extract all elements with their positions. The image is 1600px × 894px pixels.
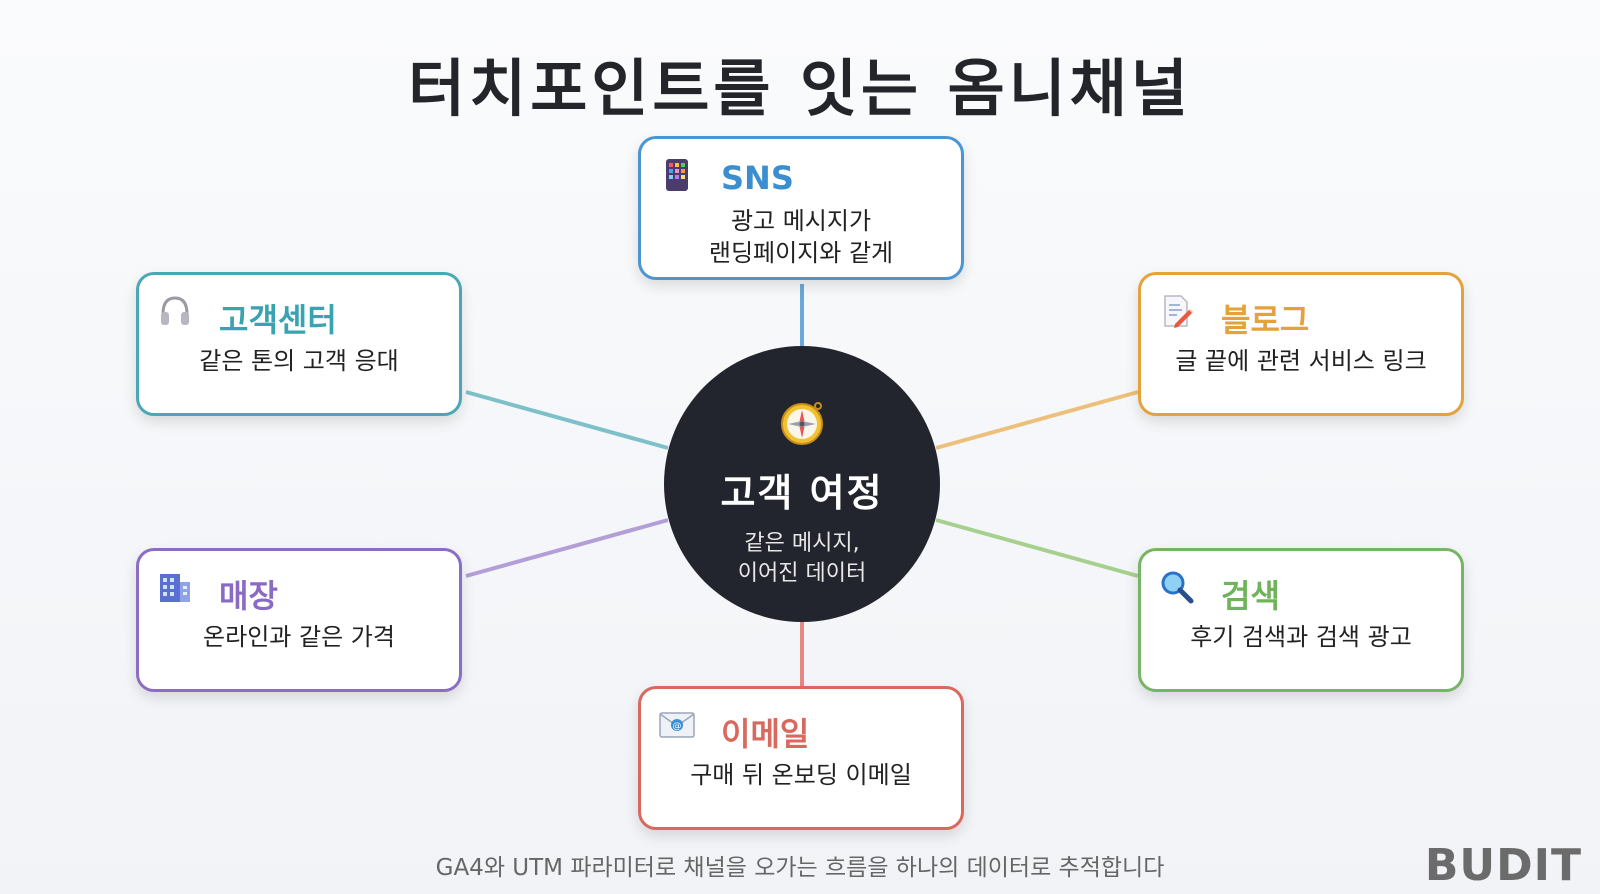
card-sns-description: 광고 메시지가 랜딩페이지와 같게 bbox=[708, 207, 894, 267]
page-title: 터치포인트를 잇는 옴니채널 bbox=[408, 52, 1192, 125]
connector-search bbox=[935, 518, 1139, 578]
card-email-title: 이메일 bbox=[721, 715, 810, 753]
footer-caption: GA4와 UTM 파라미터로 채널을 오가는 흐름을 하나의 데이터로 추적합니… bbox=[435, 855, 1165, 881]
card-sns-title: SNS bbox=[721, 159, 794, 197]
card-blog: 블로그 글 끝에 관련 서비스 링크 bbox=[1138, 272, 1464, 416]
connector-support bbox=[465, 390, 669, 450]
card-support-description: 같은 톤의 고객 응대 bbox=[199, 347, 399, 375]
svg-text:@: @ bbox=[673, 722, 682, 732]
center-hub: 고객 여정 같은 메시지, 이어진 데이터 bbox=[664, 346, 940, 622]
card-support-title: 고객센터 bbox=[219, 301, 337, 339]
center-title: 고객 여정 bbox=[720, 471, 884, 515]
memo-icon bbox=[1159, 293, 1195, 329]
center-description: 같은 메시지, 이어진 데이터 bbox=[737, 531, 867, 586]
card-store: 매장 온라인과 같은 가격 bbox=[136, 548, 462, 692]
card-search-title: 검색 bbox=[1221, 577, 1280, 615]
card-store-title: 매장 bbox=[219, 577, 278, 615]
connector-blog bbox=[935, 390, 1139, 450]
connector-store bbox=[465, 518, 669, 578]
card-blog-title: 블로그 bbox=[1221, 301, 1310, 339]
card-blog-description: 글 끝에 관련 서비스 링크 bbox=[1175, 347, 1427, 375]
brand-logo: BUDIT bbox=[1424, 840, 1582, 891]
envelope-icon: @ bbox=[659, 707, 695, 743]
headphones-icon bbox=[157, 293, 193, 329]
card-sns: SNS 광고 메시지가 랜딩페이지와 같게 bbox=[638, 136, 964, 280]
building-icon bbox=[157, 569, 193, 605]
card-email-description: 구매 뒤 온보딩 이메일 bbox=[690, 761, 912, 789]
card-search: 검색 후기 검색과 검색 광고 bbox=[1138, 548, 1464, 692]
compass-icon bbox=[778, 398, 826, 450]
card-email: @ 이메일 구매 뒤 온보딩 이메일 bbox=[638, 686, 964, 830]
card-support: 고객센터 같은 톤의 고객 응대 bbox=[136, 272, 462, 416]
card-store-description: 온라인과 같은 가격 bbox=[203, 623, 395, 651]
phone-icon bbox=[659, 157, 695, 193]
magnifier-icon bbox=[1159, 569, 1195, 605]
card-search-description: 후기 검색과 검색 광고 bbox=[1190, 623, 1412, 651]
